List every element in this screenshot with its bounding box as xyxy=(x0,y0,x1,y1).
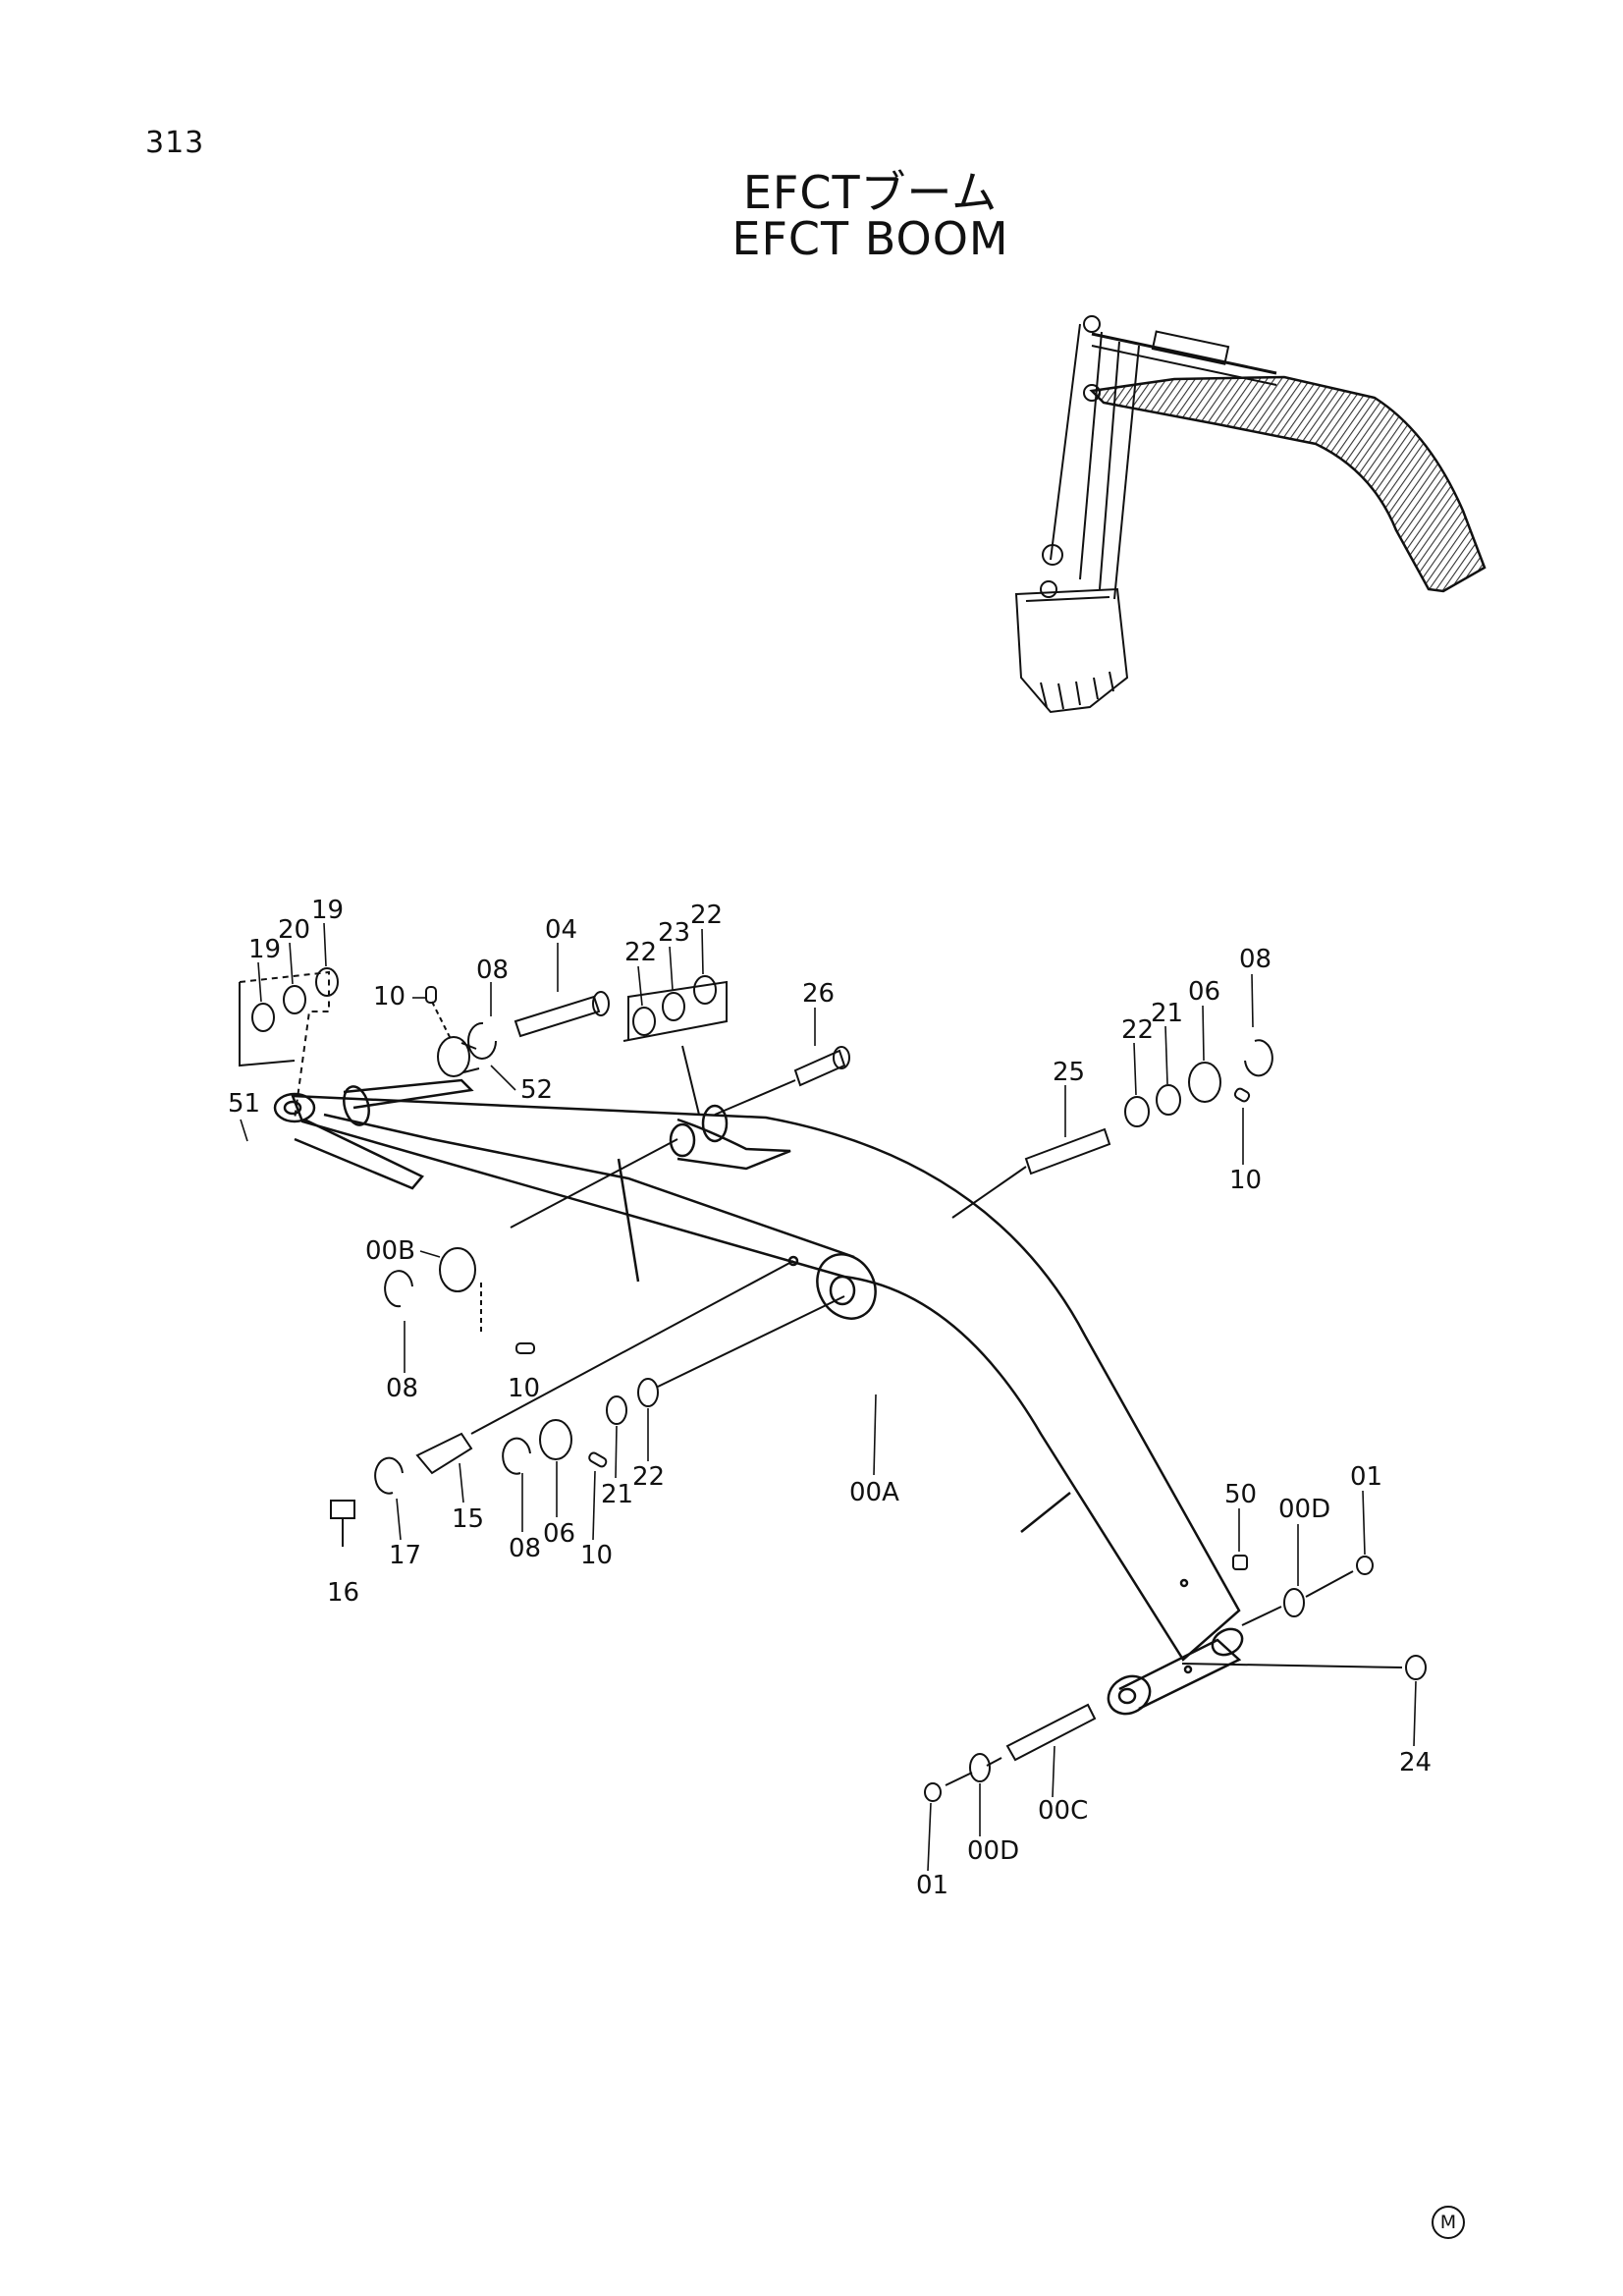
page-title-japanese: EFCTブーム xyxy=(742,166,999,219)
callout-10: 10 xyxy=(373,982,406,1011)
callout-22b: 22 xyxy=(690,901,723,930)
callout-21: 21 xyxy=(1151,999,1183,1028)
callout-08d: 08 xyxy=(509,1534,541,1563)
callout-23: 23 xyxy=(658,918,690,948)
callout-19b: 19 xyxy=(311,896,344,925)
callout-00c: 00C xyxy=(1038,1796,1088,1826)
callout-20: 20 xyxy=(278,915,310,945)
callout-17: 17 xyxy=(389,1541,421,1570)
callout-10b: 10 xyxy=(508,1374,540,1403)
callout-51: 51 xyxy=(228,1089,260,1119)
callout-00d: 00D xyxy=(1278,1495,1330,1524)
callout-15: 15 xyxy=(452,1504,484,1534)
callout-22: 22 xyxy=(624,938,657,967)
callout-19: 19 xyxy=(248,935,281,964)
callout-08b: 08 xyxy=(386,1374,418,1403)
callout-22d: 22 xyxy=(632,1462,665,1492)
callout-01b: 01 xyxy=(916,1871,948,1900)
exploded-parts xyxy=(239,967,1427,1802)
callout-21b: 21 xyxy=(601,1480,633,1509)
callout-10c: 10 xyxy=(1229,1166,1262,1195)
callout-08c: 08 xyxy=(1239,945,1271,974)
callout-labels: 19 20 19 10 08 04 52 22 23 22 26 51 00B … xyxy=(228,896,1432,1900)
callout-22c: 22 xyxy=(1121,1015,1154,1045)
callout-10d: 10 xyxy=(580,1541,613,1570)
callout-26: 26 xyxy=(802,979,835,1009)
callout-leaders xyxy=(240,922,1417,1872)
callout-52: 52 xyxy=(520,1075,553,1105)
callout-01: 01 xyxy=(1350,1462,1382,1492)
reference-excavator-illustration xyxy=(1014,315,1487,714)
corner-mark: M xyxy=(1432,2206,1465,2239)
callout-25: 25 xyxy=(1053,1058,1085,1087)
callout-04: 04 xyxy=(545,915,577,945)
callout-00d-b: 00D xyxy=(967,1836,1019,1866)
callout-06: 06 xyxy=(1188,977,1220,1007)
page-title-english: EFCT BOOM xyxy=(731,212,1009,265)
callout-00a: 00A xyxy=(849,1478,899,1507)
callout-50: 50 xyxy=(1224,1480,1257,1509)
callout-08: 08 xyxy=(476,956,509,985)
callout-06b: 06 xyxy=(543,1519,575,1549)
boom-assembly xyxy=(273,1078,1244,1716)
callout-00b: 00B xyxy=(365,1236,415,1266)
callout-16: 16 xyxy=(327,1578,359,1608)
callout-24: 24 xyxy=(1399,1748,1432,1777)
page-number: 313 xyxy=(145,126,205,160)
